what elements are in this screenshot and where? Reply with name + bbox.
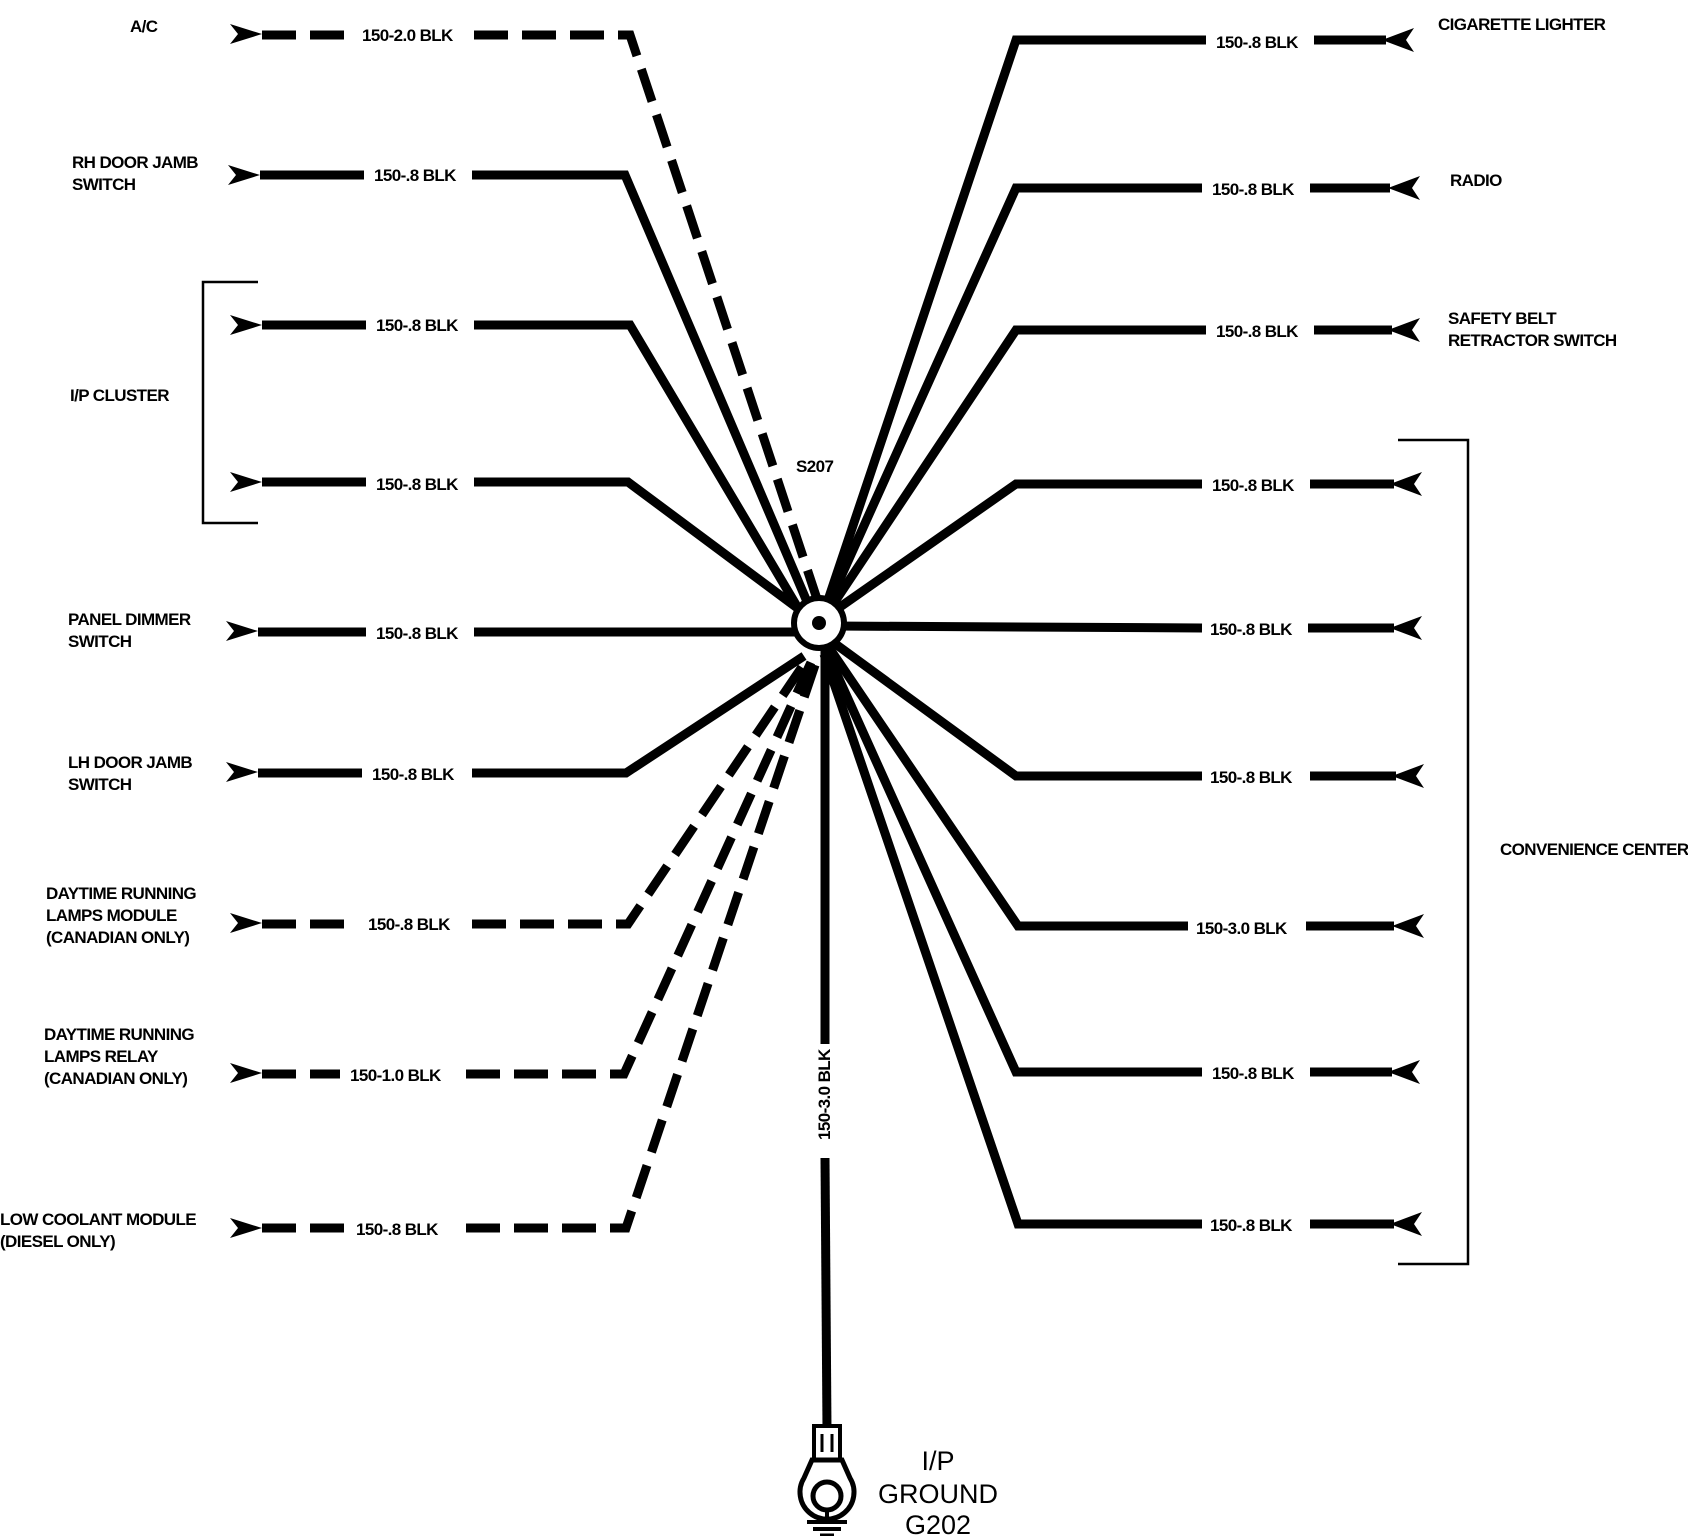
ground-terminal-icon (797, 1424, 857, 1536)
wire-label-panel-dimmer: 150-.8 BLK (376, 624, 459, 643)
wire-cigarette-lighter: 150-.8 BLK CIGARETTE LIGHTER (821, 15, 1606, 608)
wire-label-conv-6: 150-.8 BLK (1210, 1216, 1293, 1235)
wire-label-radio: 150-.8 BLK (1212, 180, 1295, 199)
splice-node-center (812, 616, 826, 630)
ip-cluster-group: I/P CLUSTER (70, 280, 258, 525)
ip-cluster-bracket (201, 280, 258, 525)
wire-label-drl-relay: 150-1.0 BLK (350, 1066, 442, 1085)
right-wires: 150-.8 BLK CIGARETTE LIGHTER 150-.8 BLK … (819, 15, 1688, 1266)
connector-ac (230, 24, 262, 44)
wire-label-safety-belt: 150-.8 BLK (1216, 322, 1299, 341)
connector-conv-5 (1388, 1060, 1420, 1084)
splice-label: S207 (796, 457, 833, 476)
wire-radio: 150-.8 BLK RADIO (821, 171, 1503, 612)
component-label-lh-door-jamb: LH DOOR JAMB SWITCH (68, 753, 196, 794)
connector-rh-door-jamb (228, 165, 260, 185)
convenience-center-bracket (1398, 438, 1470, 1266)
wire-label-lh-door-jamb: 150-.8 BLK (372, 765, 455, 784)
ground-label-line2: GROUND (878, 1479, 998, 1509)
component-label-safety-belt: SAFETY BELT RETRACTOR SWITCH (1448, 309, 1617, 350)
wire-label-conv-4: 150-3.0 BLK (1196, 919, 1288, 938)
wire-label-drl-module: 150-.8 BLK (368, 915, 451, 934)
connector-ip-cluster-1 (230, 315, 262, 335)
wire-label-low-coolant: 150-.8 BLK (356, 1220, 439, 1239)
wire-panel-dimmer: PANEL DIMMER SWITCH 150-.8 BLK (68, 610, 800, 651)
component-label-rh-door-jamb: RH DOOR JAMB SWITCH (72, 153, 202, 194)
wire-label-conv-2: 150-.8 BLK (1210, 620, 1293, 639)
component-label-panel-dimmer: PANEL DIMMER SWITCH (68, 610, 195, 651)
component-label-drl-relay: DAYTIME RUNNING LAMPS RELAY (CANADIAN ON… (44, 1025, 198, 1088)
wire-label-rh-door-jamb: 150-.8 BLK (374, 166, 457, 185)
wire-label-conv-3: 150-.8 BLK (1210, 768, 1293, 787)
left-wires: A/C 150-2.0 BLK RH DOOR JAMB SWITCH 150-… (0, 17, 825, 1251)
wire-label-cigarette-lighter: 150-.8 BLK (1216, 33, 1299, 52)
splice-s207: S207 (791, 457, 847, 651)
connector-conv-4 (1392, 914, 1424, 938)
connector-low-coolant (230, 1218, 262, 1238)
wire-safety-belt: 150-.8 BLK SAFETY BELT RETRACTOR SWITCH (824, 309, 1617, 615)
wire-label-ground: 150-3.0 BLK (815, 1048, 834, 1140)
wire-label-ip-cluster-2: 150-.8 BLK (376, 475, 459, 494)
connector-radio (1388, 176, 1420, 200)
connector-drl-relay (230, 1063, 262, 1083)
wire-rh-door-jamb: RH DOOR JAMB SWITCH 150-.8 BLK (72, 153, 813, 606)
wire-low-coolant: LOW COOLANT MODULE (DIESEL ONLY) 150-.8 … (0, 660, 821, 1251)
wire-label-ip-cluster-1: 150-.8 BLK (376, 316, 459, 335)
group-label-ip-cluster: I/P CLUSTER (70, 386, 169, 405)
component-label-ac: A/C (130, 17, 158, 36)
wire-conv-5: 150-.8 BLK (821, 648, 1420, 1084)
connector-conv-1 (1390, 472, 1422, 496)
connector-conv-2 (1390, 616, 1422, 640)
wire-conv-3: 150-.8 BLK (827, 636, 1424, 788)
wire-conv-4: 150-3.0 BLK (824, 643, 1424, 938)
component-label-radio: RADIO (1450, 171, 1502, 190)
wire-ip-cluster-1: 150-.8 BLK (230, 315, 802, 611)
ground-label-line1: I/P (921, 1446, 954, 1476)
wire-conv-1: 150-.8 BLK (827, 472, 1422, 618)
connector-panel-dimmer (226, 621, 258, 641)
connector-cigarette-lighter (1382, 28, 1414, 52)
connector-drl-module (230, 913, 262, 933)
component-label-cigarette-lighter: CIGARETTE LIGHTER (1438, 15, 1606, 34)
wire-label-ac: 150-2.0 BLK (362, 26, 454, 45)
connector-safety-belt (1388, 318, 1420, 342)
convenience-center-group: CONVENIENCE CENTER (1398, 438, 1688, 1266)
ground-g202: 150-3.0 BLK I/P GROUND G202 (797, 650, 998, 1536)
connector-conv-3 (1392, 764, 1424, 788)
wire-drl-module: DAYTIME RUNNING LAMPS MODULE (CANADIAN O… (46, 655, 812, 947)
wire-ip-cluster-2: 150-.8 BLK (230, 472, 803, 614)
component-label-low-coolant: LOW COOLANT MODULE (DIESEL ONLY) (0, 1210, 200, 1251)
component-label-drl-module: DAYTIME RUNNING LAMPS MODULE (CANADIAN O… (46, 884, 200, 947)
wire-ac: A/C 150-2.0 BLK (130, 17, 825, 610)
connector-lh-door-jamb (226, 762, 258, 782)
wire-label-conv-5: 150-.8 BLK (1212, 1064, 1295, 1083)
connector-ip-cluster-2 (230, 472, 262, 492)
wire-lh-door-jamb: LH DOOR JAMB SWITCH 150-.8 BLK (68, 652, 807, 794)
ground-label-line3: G202 (905, 1510, 971, 1536)
wire-label-conv-1: 150-.8 BLK (1212, 476, 1295, 495)
wire-conv-2: 150-.8 BLK (831, 616, 1422, 640)
group-label-convenience-center: CONVENIENCE CENTER (1500, 840, 1688, 859)
wire-drl-relay: DAYTIME RUNNING LAMPS RELAY (CANADIAN ON… (44, 658, 817, 1088)
wire-conv-6: 150-.8 BLK (819, 652, 1422, 1236)
connector-conv-6 (1390, 1212, 1422, 1236)
